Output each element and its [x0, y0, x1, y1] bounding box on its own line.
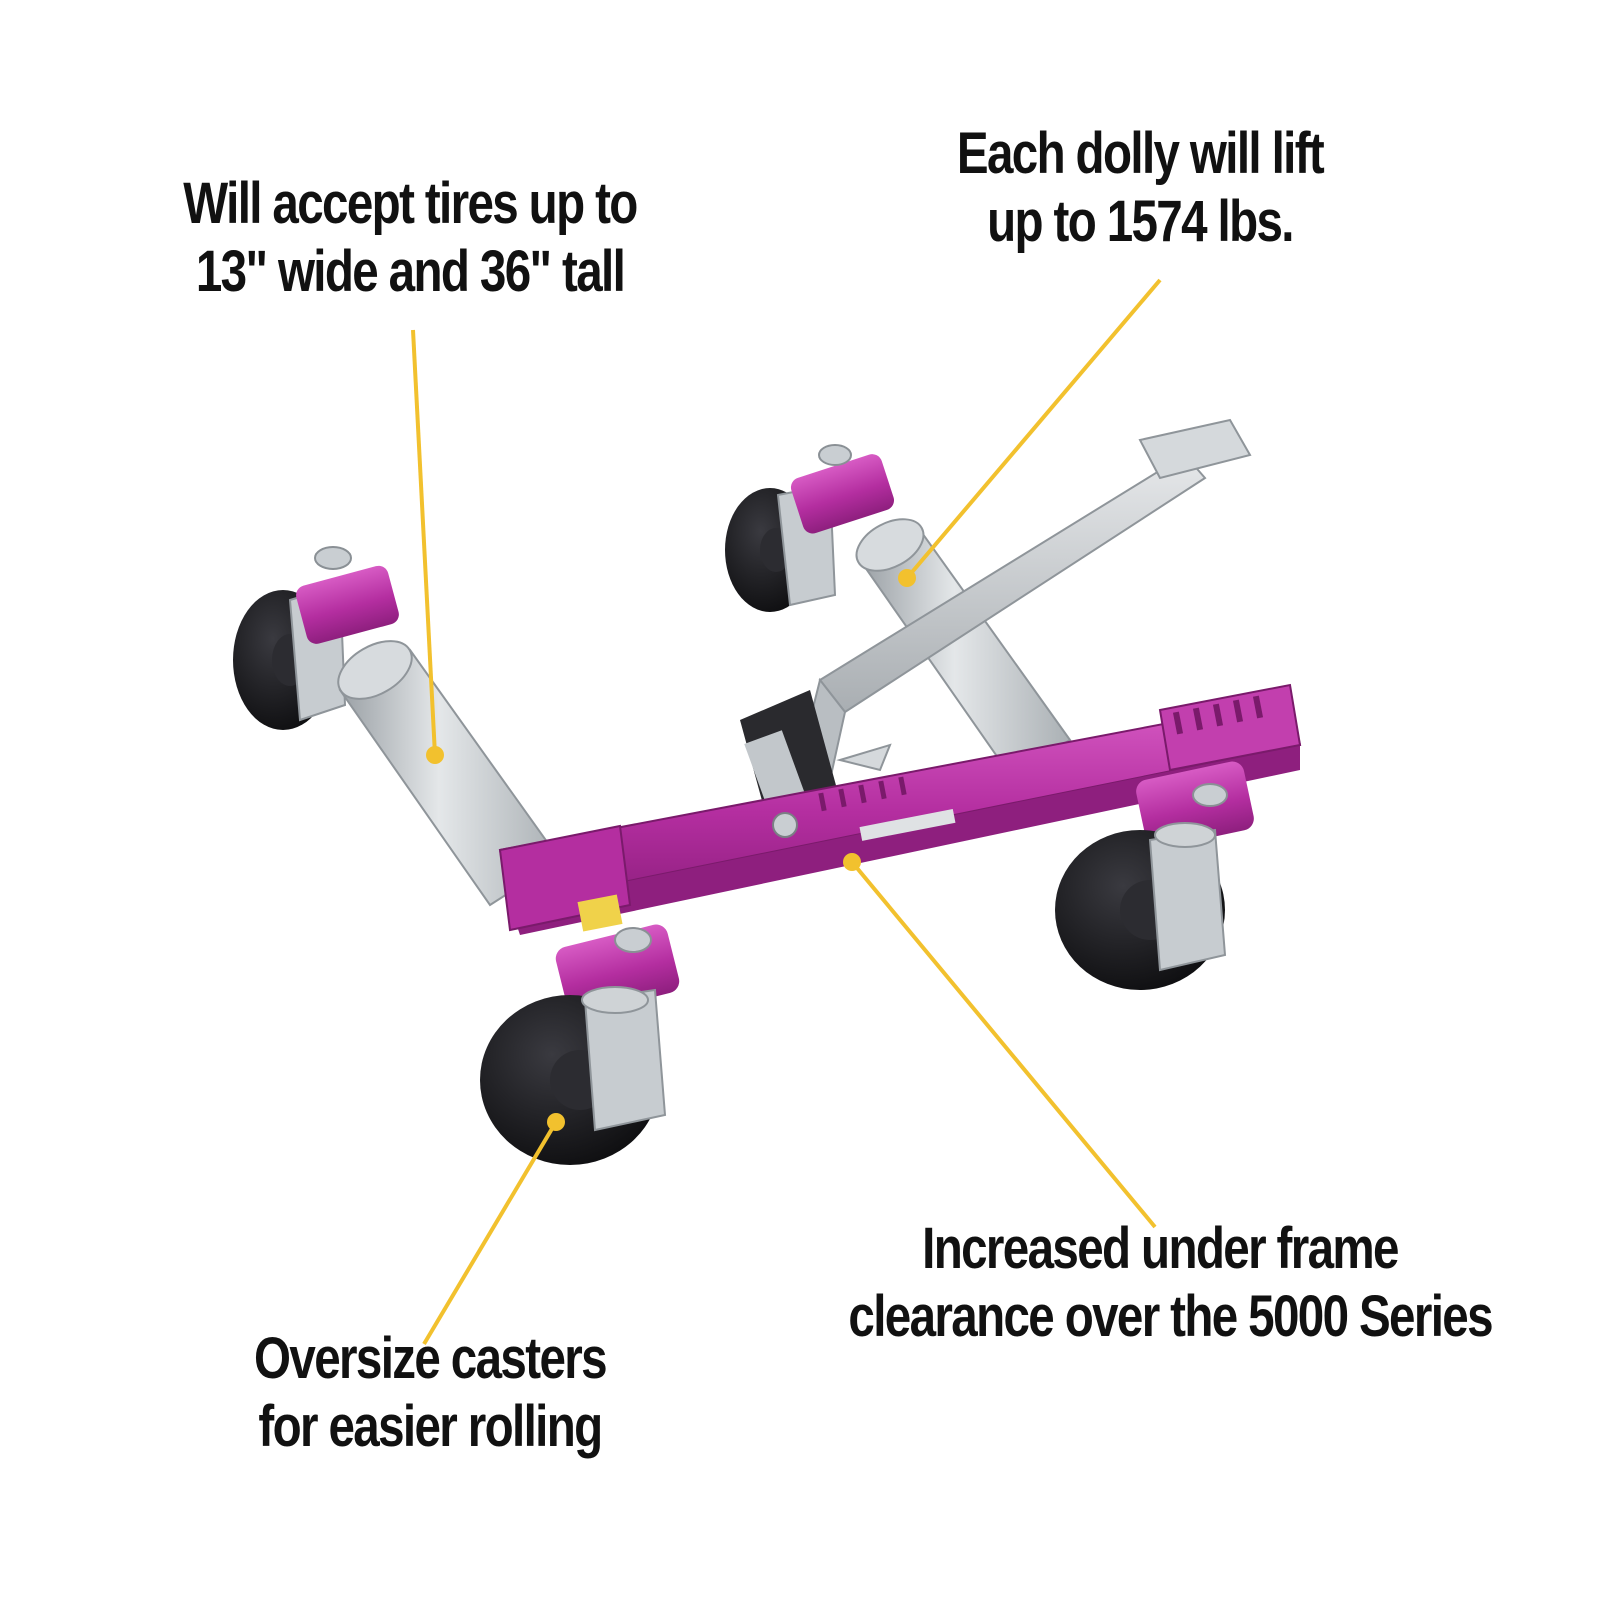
- callout-tire-size: Will accept tires up to 13" wide and 36"…: [180, 170, 639, 306]
- caster-wheel-back-left: [233, 546, 399, 730]
- callout-frame-clearance-line1: Increased under frame: [922, 1216, 1399, 1281]
- leader-line-clearance: [850, 860, 1157, 1229]
- leader-line-tires: [411, 329, 437, 756]
- callout-tire-size-line1: Will accept tires up to: [183, 171, 638, 236]
- callout-frame-clearance: Increased under frame clearance over the…: [848, 1215, 1493, 1351]
- leader-lines: [411, 278, 1162, 1346]
- pointer-dot-icon: [898, 569, 916, 587]
- callout-lift-capacity-line2: up to 1574 lbs.: [987, 189, 1294, 254]
- pointer-dot-icon: [547, 1113, 565, 1131]
- pointer-dot-icon: [426, 746, 444, 764]
- leader-line-casters: [422, 1120, 558, 1346]
- caster-wheel-front-left: [480, 924, 680, 1165]
- caster-wheel-front-right: [1055, 761, 1254, 990]
- callout-oversize-casters-line2: for easier rolling: [258, 1394, 603, 1459]
- pointer-dot-icon: [843, 853, 861, 871]
- right-roller-tube: [855, 518, 1072, 777]
- callout-lift-capacity: Each dolly will lift up to 1574 lbs.: [927, 120, 1353, 256]
- callout-lift-capacity-line1: Each dolly will lift: [956, 121, 1325, 186]
- callout-oversize-casters-line1: Oversize casters: [254, 1326, 608, 1391]
- callout-frame-clearance-line2: clearance over the 5000 Series: [848, 1284, 1493, 1349]
- main-frame-bar: [498, 683, 1302, 935]
- leader-line-lift: [905, 278, 1162, 580]
- callout-oversize-casters: Oversize casters for easier rolling: [200, 1325, 659, 1461]
- caster-wheel-back-right: [725, 444, 895, 612]
- callout-tire-size-line2: 13" wide and 36" tall: [195, 239, 626, 304]
